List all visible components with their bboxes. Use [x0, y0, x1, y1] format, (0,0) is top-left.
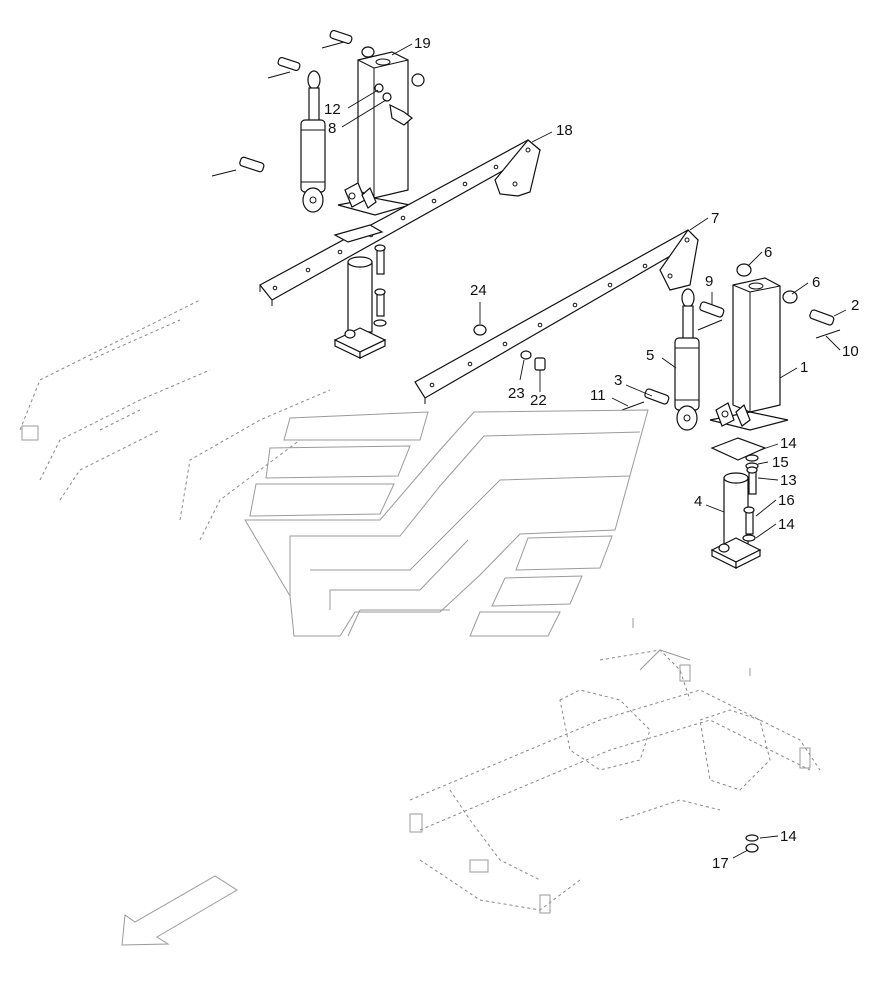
callout-24: 24 — [470, 282, 487, 299]
callout-3: 3 — [614, 372, 622, 389]
callout-4: 4 — [694, 493, 702, 510]
callout-labels: 19 12 8 18 7 6 6 9 2 10 24 1 5 3 11 23 2… — [324, 35, 859, 872]
ghosted-tractor-frame — [409, 618, 821, 914]
callout-14-upper: 14 — [780, 435, 797, 452]
callout-8: 8 — [328, 120, 336, 137]
left-crossbar — [259, 139, 542, 306]
small-washer-assembly — [745, 834, 759, 853]
callout-10: 10 — [842, 343, 859, 360]
callout-11: 11 — [590, 387, 606, 404]
right-support-column — [709, 277, 789, 431]
callout-6-right: 6 — [812, 274, 820, 291]
left-pins — [211, 29, 425, 177]
callout-14-middle: 14 — [778, 516, 795, 533]
callout-1: 1 — [800, 359, 808, 376]
left-hydraulic-cylinder — [300, 70, 326, 213]
direction-arrow-icon — [121, 875, 238, 946]
callout-18: 18 — [556, 122, 573, 139]
callout-23: 23 — [508, 385, 525, 402]
hood-grille-outline — [244, 409, 649, 637]
right-crossbar-holes — [429, 263, 648, 388]
callout-6-top: 6 — [764, 244, 772, 261]
callout-19: 19 — [414, 35, 431, 52]
right-hydraulic-cylinder — [674, 288, 700, 431]
leader-lines — [341, 43, 847, 859]
callout-17: 17 — [712, 855, 729, 872]
callout-2: 2 — [851, 297, 859, 314]
right-lower-leg — [710, 437, 767, 569]
callout-15: 15 — [772, 454, 789, 471]
callout-5: 5 — [646, 347, 654, 364]
ghosted-tractor-hood — [19, 299, 331, 541]
left-lower-leg — [333, 244, 387, 359]
callout-7: 7 — [711, 210, 719, 227]
callout-14-lower: 14 — [780, 828, 797, 845]
callout-16: 16 — [778, 492, 795, 509]
callout-22: 22 — [530, 392, 547, 409]
callout-9: 9 — [705, 273, 713, 290]
callout-13: 13 — [780, 472, 797, 489]
callout-12: 12 — [324, 101, 341, 118]
right-pins — [473, 263, 841, 411]
right-crossbar — [414, 229, 699, 404]
left-support-column — [337, 51, 411, 216]
